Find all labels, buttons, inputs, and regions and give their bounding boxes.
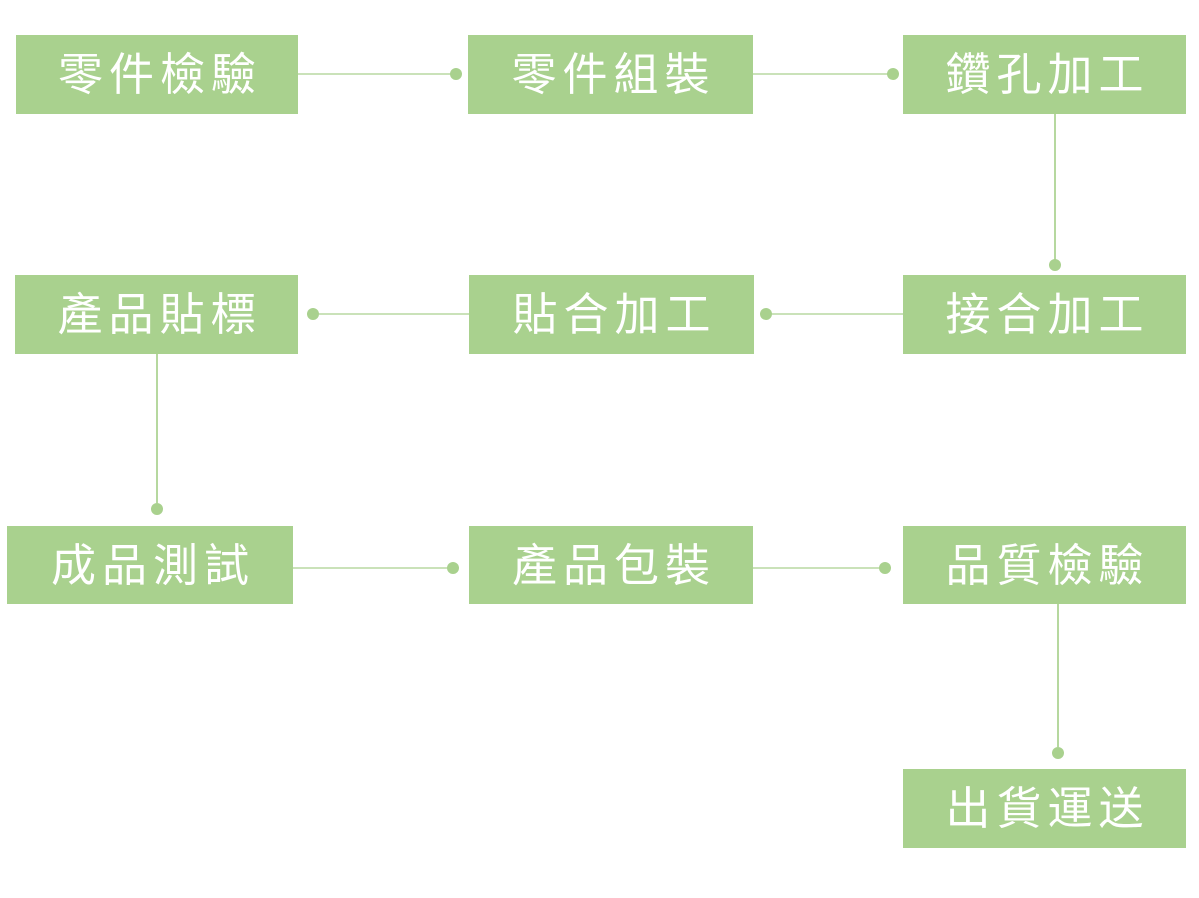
- connector-dot-2-3: [887, 68, 899, 80]
- flow-node-drilling-process: 鑽孔加工: [903, 35, 1186, 114]
- connector-line-2-3: [753, 73, 888, 75]
- connector-line-9-10: [1057, 604, 1059, 747]
- flow-node-product-labeling: 產品貼標: [15, 275, 298, 354]
- flow-node-product-packaging: 產品包裝: [469, 526, 753, 604]
- connector-line-3-4: [1054, 114, 1056, 260]
- connector-line-5-6: [319, 313, 469, 315]
- connector-dot-7-8: [447, 562, 459, 574]
- connector-line-8-9: [753, 567, 879, 569]
- flow-node-joining-process: 接合加工: [903, 275, 1186, 354]
- connector-line-7-8: [293, 567, 447, 569]
- flow-node-quality-inspection: 品質檢驗: [903, 526, 1186, 604]
- connector-dot-4-5: [760, 308, 772, 320]
- connector-dot-5-6: [307, 308, 319, 320]
- flow-node-parts-inspection: 零件檢驗: [16, 35, 298, 114]
- connector-dot-1-2: [450, 68, 462, 80]
- connector-line-1-2: [298, 73, 451, 75]
- connector-dot-9-10: [1052, 747, 1064, 759]
- connector-line-6-7: [156, 354, 158, 503]
- flow-node-laminating-process: 貼合加工: [469, 275, 754, 354]
- flow-node-product-testing: 成品測試: [7, 526, 293, 604]
- connector-line-4-5: [772, 313, 903, 315]
- connector-dot-6-7: [151, 503, 163, 515]
- connector-dot-8-9: [879, 562, 891, 574]
- connector-dot-3-4: [1049, 259, 1061, 271]
- flow-node-shipping-delivery: 出貨運送: [903, 769, 1186, 848]
- flow-node-parts-assembly: 零件組裝: [468, 35, 753, 114]
